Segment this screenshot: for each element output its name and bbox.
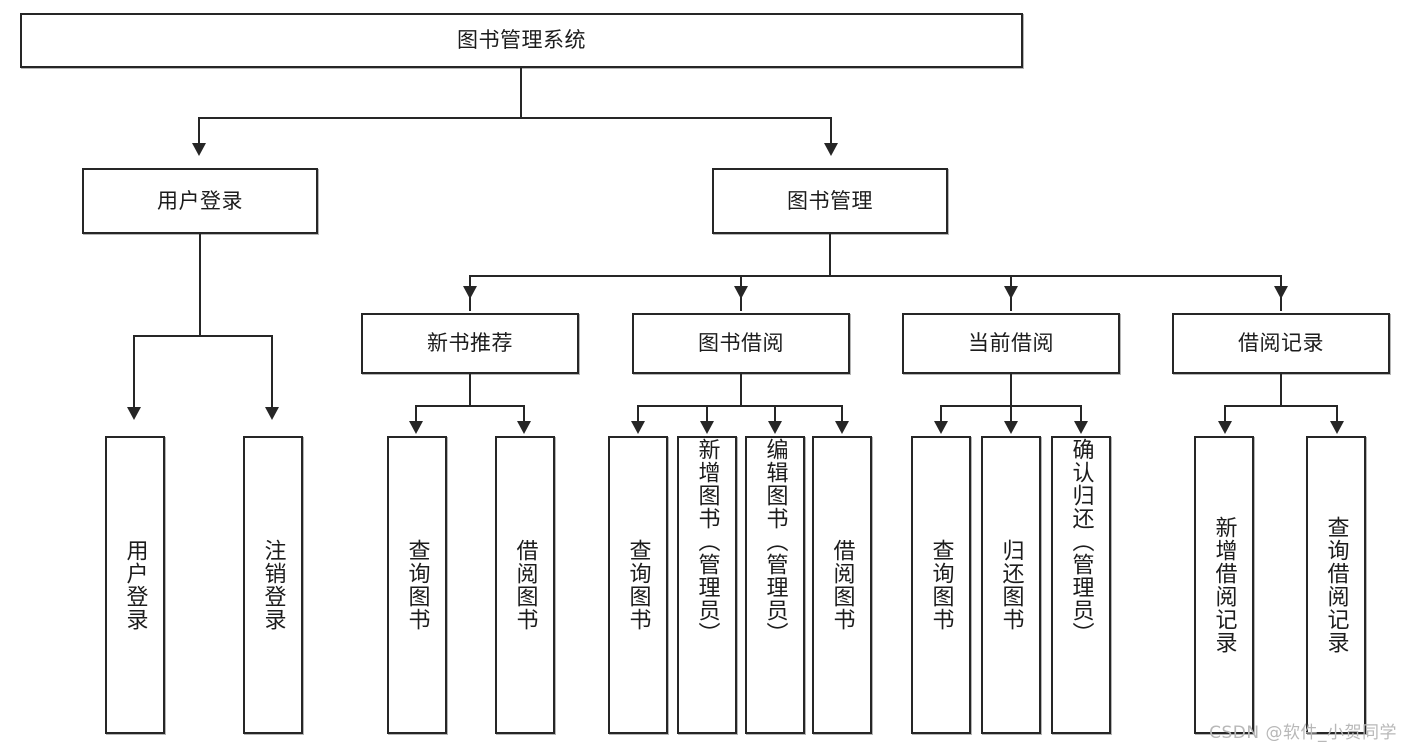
connector-root-bar xyxy=(198,117,832,119)
arrow-borrow-leaf1 xyxy=(631,421,645,434)
leaf-borrow-edit-book-admin[interactable]: 编辑图书（管理员） xyxy=(745,436,805,734)
connector-records-stem xyxy=(1280,374,1282,406)
connector-root-to-bookmgmt xyxy=(830,117,832,145)
arrow-bookmgmt-to-borrow xyxy=(734,286,748,299)
leaf-records-query-record[interactable]: 查询借阅记录 xyxy=(1306,436,1366,734)
arrow-borrow-leaf2 xyxy=(700,421,714,434)
arrow-current-leaf3 xyxy=(1074,421,1088,434)
connector-login-bar xyxy=(133,335,273,337)
leaf-user-login[interactable]: 用户登录 xyxy=(105,436,165,734)
node-book-management[interactable]: 图书管理 xyxy=(712,168,948,234)
node-label: 图书管理 xyxy=(787,188,873,213)
connector-root-stem xyxy=(520,68,522,118)
connector-newbooks-leaf1 xyxy=(415,405,417,425)
arrow-borrow-leaf3 xyxy=(768,421,782,434)
node-borrow-records[interactable]: 借阅记录 xyxy=(1172,313,1390,374)
node-new-book-recommend[interactable]: 新书推荐 xyxy=(361,313,579,374)
arrow-bookmgmt-to-records xyxy=(1274,286,1288,299)
leaf-current-confirm-return-admin[interactable]: 确认归还（管理员） xyxy=(1051,436,1111,734)
arrow-root-to-bookmgmt xyxy=(824,143,838,156)
connector-root-to-login xyxy=(198,117,200,145)
node-label: 确认归还（管理员） xyxy=(1068,438,1094,645)
leaf-current-query-book[interactable]: 查询图书 xyxy=(911,436,971,734)
node-book-borrow[interactable]: 图书借阅 xyxy=(632,313,850,374)
leaf-user-logout[interactable]: 注销登录 xyxy=(243,436,303,734)
connector-current-stem xyxy=(1010,374,1012,406)
connector-newbooks-leaf2 xyxy=(523,405,525,425)
node-label: 新增图书（管理员） xyxy=(694,438,720,645)
node-label: 查询借阅记录 xyxy=(1323,516,1349,654)
connector-current-leaf1 xyxy=(940,405,942,425)
leaf-borrow-add-book-admin[interactable]: 新增图书（管理员） xyxy=(677,436,737,734)
node-label: 归还图书 xyxy=(998,539,1024,631)
connector-borrow-leaf4 xyxy=(841,405,843,425)
leaf-newbooks-borrow-book[interactable]: 借阅图书 xyxy=(495,436,555,734)
arrow-records-leaf1 xyxy=(1218,421,1232,434)
connector-login-stem xyxy=(199,234,201,336)
arrow-newbooks-leaf2 xyxy=(517,421,531,434)
connector-login-leaf1 xyxy=(133,335,135,409)
connector-newbooks-stem xyxy=(469,374,471,406)
connector-borrow-bar xyxy=(637,405,843,407)
connector-newbooks-bar xyxy=(415,405,525,407)
connector-current-leaf2 xyxy=(1010,405,1012,425)
connector-records-leaf1 xyxy=(1224,405,1226,425)
leaf-current-return-book[interactable]: 归还图书 xyxy=(981,436,1041,734)
connector-borrow-stem xyxy=(740,374,742,406)
node-label: 借阅图书 xyxy=(512,539,538,631)
node-label: 用户登录 xyxy=(122,539,148,631)
node-current-borrow[interactable]: 当前借阅 xyxy=(902,313,1120,374)
connector-login-leaf2 xyxy=(271,335,273,409)
arrow-borrow-leaf4 xyxy=(835,421,849,434)
node-user-login[interactable]: 用户登录 xyxy=(82,168,318,234)
node-label: 借阅图书 xyxy=(829,539,855,631)
node-label: 新增借阅记录 xyxy=(1211,516,1237,654)
arrow-current-leaf2 xyxy=(1004,421,1018,434)
connector-records-bar xyxy=(1224,405,1338,407)
leaf-borrow-borrow-book[interactable]: 借阅图书 xyxy=(812,436,872,734)
node-label: 图书管理系统 xyxy=(457,28,586,53)
node-label: 注销登录 xyxy=(260,539,286,631)
connector-borrow-leaf2 xyxy=(706,405,708,425)
connector-borrow-leaf1 xyxy=(637,405,639,425)
arrow-bookmgmt-to-current xyxy=(1004,286,1018,299)
arrow-root-to-login xyxy=(192,143,206,156)
node-label: 查询图书 xyxy=(928,539,954,631)
node-label: 新书推荐 xyxy=(427,331,513,356)
arrow-newbooks-leaf1 xyxy=(409,421,423,434)
node-label: 查询图书 xyxy=(404,539,430,631)
leaf-newbooks-query-book[interactable]: 查询图书 xyxy=(387,436,447,734)
connector-bookmgmt-stem xyxy=(829,234,831,276)
connector-borrow-leaf3 xyxy=(774,405,776,425)
arrow-login-leaf2 xyxy=(265,407,279,420)
node-label: 当前借阅 xyxy=(968,331,1054,356)
node-root-system[interactable]: 图书管理系统 xyxy=(20,13,1023,68)
node-label: 借阅记录 xyxy=(1238,331,1324,356)
arrow-records-leaf2 xyxy=(1330,421,1344,434)
connector-records-leaf2 xyxy=(1336,405,1338,425)
node-label: 编辑图书（管理员） xyxy=(762,438,788,645)
node-label: 图书借阅 xyxy=(698,331,784,356)
connector-current-leaf3 xyxy=(1080,405,1082,425)
node-label: 用户登录 xyxy=(157,188,243,213)
connector-bookmgmt-bar xyxy=(469,275,1281,277)
arrow-bookmgmt-to-newbooks xyxy=(463,286,477,299)
node-label: 查询图书 xyxy=(625,539,651,631)
arrow-current-leaf1 xyxy=(934,421,948,434)
arrow-login-leaf1 xyxy=(127,407,141,420)
leaf-records-add-record[interactable]: 新增借阅记录 xyxy=(1194,436,1254,734)
leaf-borrow-query-book[interactable]: 查询图书 xyxy=(608,436,668,734)
